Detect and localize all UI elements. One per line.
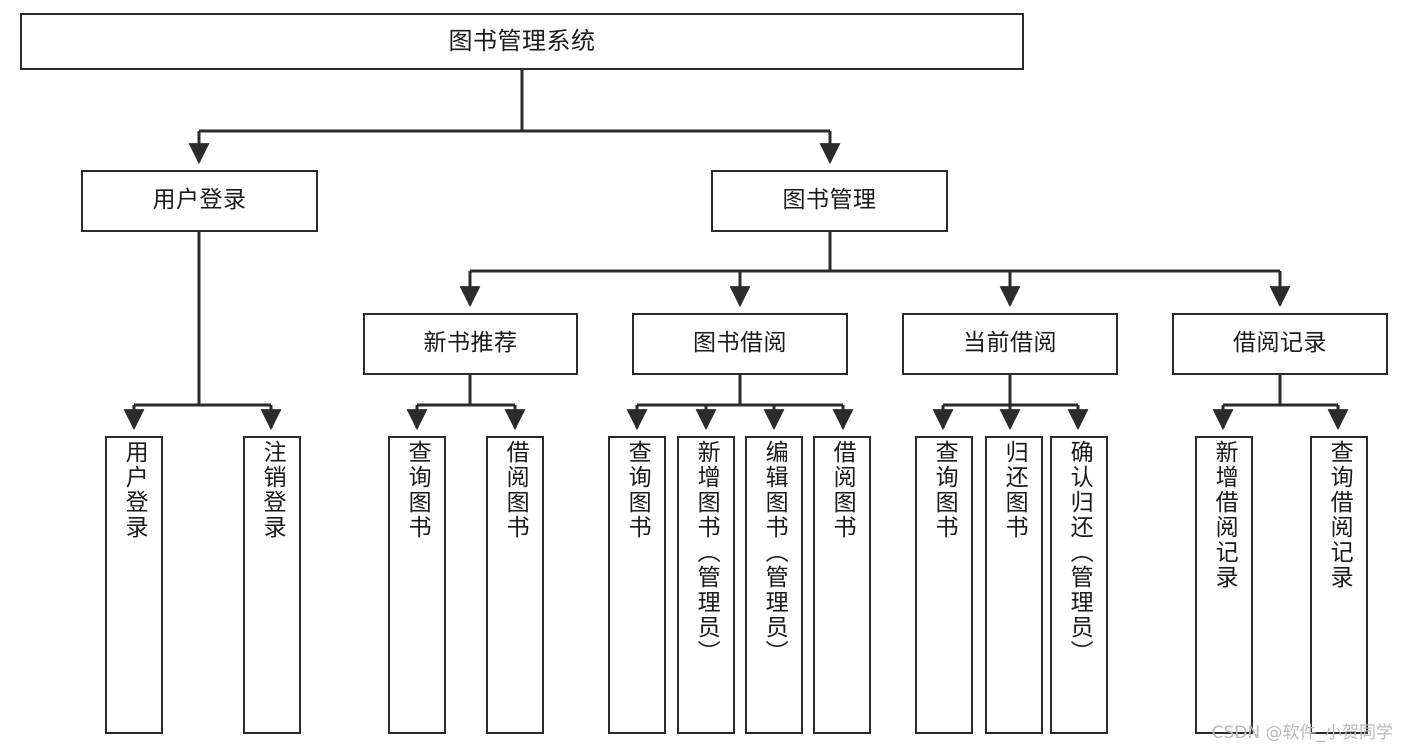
watermark-text: CSDN @软件_小贺同学 (1211, 723, 1393, 743)
node-label: 归还图书 (1001, 440, 1028, 540)
node-label: 图书管理系统 (448, 27, 596, 56)
node-label: 确认归还（管理员） (1066, 440, 1093, 665)
node-label: 编辑图书（管理员） (761, 440, 788, 665)
node-label: 查询借阅记录 (1326, 440, 1353, 590)
node-leaf-return-book[interactable]: 归还图书 (985, 436, 1043, 734)
node-leaf-query-book-3[interactable]: 查询图书 (915, 436, 973, 734)
node-label: 新增借阅记录 (1211, 440, 1238, 590)
node-label: 查询图书 (624, 440, 651, 540)
node-new-book-recommend[interactable]: 新书推荐 (363, 313, 578, 375)
node-leaf-borrow-book-1[interactable]: 借阅图书 (486, 436, 544, 734)
node-label: 用户登录 (152, 187, 247, 214)
node-leaf-logout[interactable]: 注销登录 (243, 436, 301, 734)
node-current-borrow[interactable]: 当前借阅 (902, 313, 1118, 375)
node-leaf-query-book-1[interactable]: 查询图书 (388, 436, 446, 734)
node-label: 借阅图书 (502, 440, 529, 540)
node-label: 图书借阅 (693, 330, 787, 357)
node-label: 借阅图书 (829, 440, 856, 540)
node-book-borrow[interactable]: 图书借阅 (632, 313, 848, 375)
node-label: 查询图书 (931, 440, 958, 540)
node-leaf-add-record[interactable]: 新增借阅记录 (1195, 436, 1253, 734)
node-label: 用户登录 (121, 440, 148, 540)
node-leaf-add-book[interactable]: 新增图书（管理员） (677, 436, 735, 734)
node-leaf-borrow-book-2[interactable]: 借阅图书 (813, 436, 871, 734)
node-user-login[interactable]: 用户登录 (81, 170, 318, 232)
node-label: 注销登录 (259, 440, 286, 540)
node-label: 新书推荐 (423, 330, 518, 357)
node-leaf-edit-book[interactable]: 编辑图书（管理员） (745, 436, 803, 734)
node-leaf-confirm-return[interactable]: 确认归还（管理员） (1050, 436, 1108, 734)
node-label: 查询图书 (404, 440, 431, 540)
node-leaf-query-record[interactable]: 查询借阅记录 (1310, 436, 1368, 734)
node-borrow-record[interactable]: 借阅记录 (1172, 313, 1388, 375)
node-label: 当前借阅 (963, 330, 1057, 357)
node-leaf-query-book-2[interactable]: 查询图书 (608, 436, 666, 734)
node-label: 新增图书（管理员） (693, 440, 720, 665)
node-label: 图书管理 (782, 187, 877, 214)
node-leaf-user-login[interactable]: 用户登录 (105, 436, 163, 734)
node-book-management[interactable]: 图书管理 (711, 170, 948, 232)
node-label: 借阅记录 (1233, 330, 1327, 357)
node-root-book-management-system[interactable]: 图书管理系统 (20, 13, 1024, 70)
